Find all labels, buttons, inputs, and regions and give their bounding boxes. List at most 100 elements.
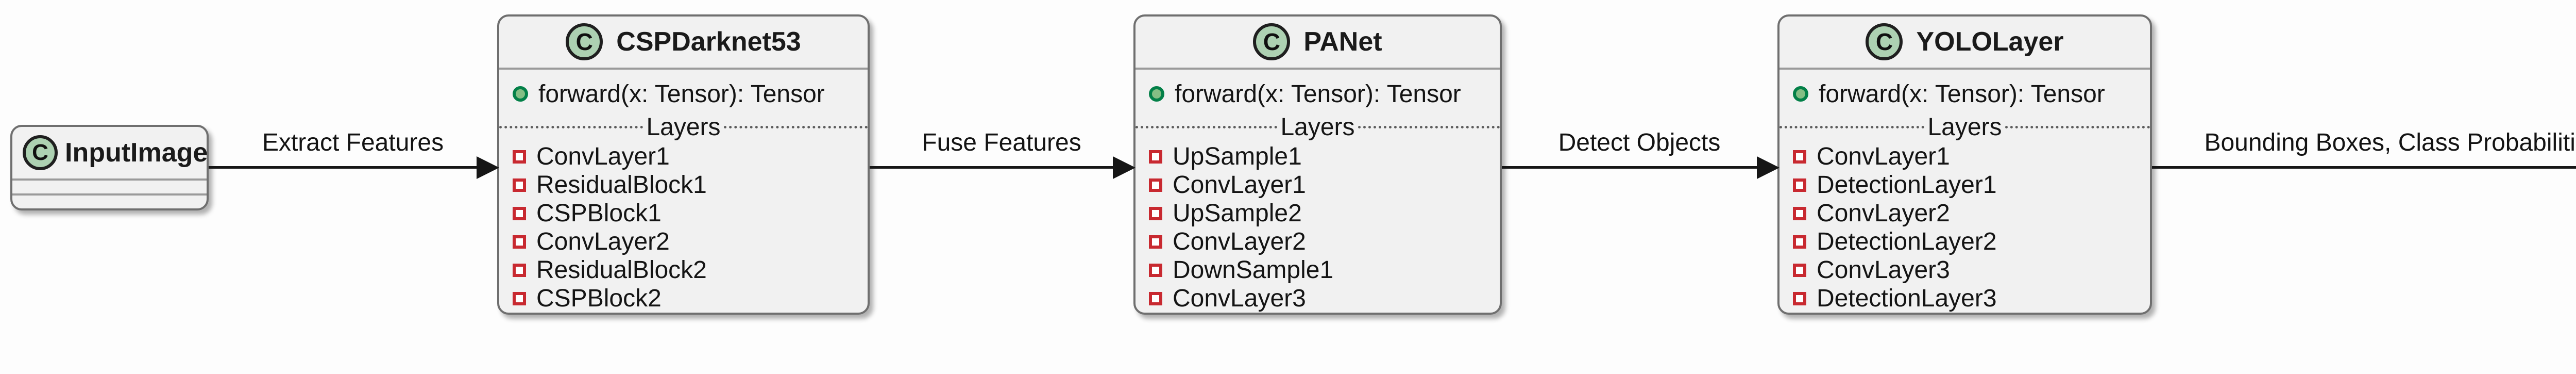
field-name: DetectionLayer2 — [1817, 228, 1997, 255]
private-field-icon — [1149, 235, 1162, 249]
class-name: InputImage — [65, 138, 208, 168]
edge-line — [870, 166, 1117, 169]
class-name: YOLOLayer — [1916, 27, 2064, 57]
class-header: C YOLOLayer — [1780, 17, 2150, 70]
private-field-icon — [513, 206, 526, 220]
layers-separator: Layers — [1136, 113, 1500, 141]
fields-compartment: UpSample1 ConvLayer1 UpSample2 ConvLayer… — [1136, 142, 1500, 313]
method-signature: forward(x: Tensor): Tensor — [538, 80, 825, 108]
field-name: DetectionLayer3 — [1817, 285, 1997, 312]
private-field-icon — [513, 178, 526, 192]
private-field-icon — [513, 150, 526, 164]
class-name: CSPDarknet53 — [616, 27, 801, 57]
field-name: ConvLayer1 — [1173, 171, 1306, 199]
field-name: ConvLayer2 — [1173, 228, 1306, 255]
private-field-icon — [1149, 263, 1162, 277]
class-header: C CSPDarknet53 — [499, 17, 868, 70]
class-icon: C — [23, 135, 58, 170]
class-icon: C — [566, 23, 603, 61]
field-row: DetectionLayer1 — [1780, 171, 2150, 199]
field-row: CSPBlock2 — [499, 284, 868, 313]
field-row: CSPBlock1 — [499, 199, 868, 227]
field-name: ConvLayer3 — [1173, 285, 1306, 312]
private-field-icon — [1793, 150, 1806, 164]
field-row: ConvLayer1 — [1780, 142, 2150, 171]
private-field-icon — [513, 263, 526, 277]
edge-line — [209, 166, 481, 169]
field-row: ConvLayer2 — [1780, 199, 2150, 227]
field-name: ConvLayer3 — [1817, 256, 1950, 284]
method-signature: forward(x: Tensor): Tensor — [1175, 80, 1461, 108]
layers-separator: Layers — [499, 113, 868, 141]
class-node-cspdarknet53: C CSPDarknet53 forward(x: Tensor): Tenso… — [497, 14, 870, 315]
edge-label: Bounding Boxes, Class Probabilities — [2204, 129, 2576, 156]
field-name: DownSample1 — [1173, 256, 1334, 284]
method-row: forward(x: Tensor): Tensor — [499, 80, 868, 108]
field-name: ResidualBlock1 — [536, 171, 707, 199]
public-method-icon — [513, 86, 528, 102]
edge-line — [1502, 166, 1761, 169]
class-node-panet: C PANet forward(x: Tensor): Tensor Layer… — [1133, 14, 1502, 315]
private-field-icon — [513, 235, 526, 249]
private-field-icon — [1149, 291, 1162, 305]
field-name: CSPBlock1 — [536, 200, 662, 227]
field-name: UpSample2 — [1173, 200, 1302, 227]
field-row: ResidualBlock2 — [499, 256, 868, 284]
field-row: ConvLayer1 — [499, 142, 868, 171]
field-row: ConvLayer3 — [1780, 256, 2150, 284]
edge-label: Detect Objects — [1558, 129, 1721, 156]
class-icon: C — [1253, 23, 1291, 61]
fields-compartment: ConvLayer1 ResidualBlock1 CSPBlock1 Conv… — [499, 142, 868, 313]
field-name: ConvLayer2 — [536, 228, 670, 255]
edge-label: Extract Features — [262, 129, 444, 156]
section-label: Layers — [1927, 113, 2002, 141]
private-field-icon — [1793, 178, 1806, 192]
field-row: UpSample2 — [1136, 199, 1500, 227]
field-name: ResidualBlock2 — [536, 256, 707, 284]
field-name: ConvLayer2 — [1817, 200, 1950, 227]
field-row: DetectionLayer2 — [1780, 227, 2150, 256]
method-row: forward(x: Tensor): Tensor — [1780, 80, 2150, 108]
field-row: DownSample1 — [1136, 256, 1500, 284]
method-row: forward(x: Tensor): Tensor — [1136, 80, 1500, 108]
class-name: PANet — [1303, 27, 1382, 57]
edge-line — [2152, 166, 2576, 169]
method-signature: forward(x: Tensor): Tensor — [1819, 80, 2105, 108]
public-method-icon — [1149, 86, 1164, 102]
class-node-yololayer: C YOLOLayer forward(x: Tensor): Tensor L… — [1777, 14, 2152, 315]
field-row: ResidualBlock1 — [499, 171, 868, 199]
arrowhead-icon — [1757, 156, 1780, 179]
field-row: ConvLayer2 — [1136, 227, 1500, 256]
public-method-icon — [1793, 86, 1808, 102]
private-field-icon — [513, 291, 526, 305]
private-field-icon — [1149, 150, 1162, 164]
methods-compartment-empty — [12, 196, 207, 208]
field-name: CSPBlock2 — [536, 285, 662, 312]
private-field-icon — [1793, 263, 1806, 277]
field-name: ConvLayer1 — [1817, 143, 1950, 170]
field-row: ConvLayer3 — [1136, 284, 1500, 313]
field-name: ConvLayer1 — [536, 143, 670, 170]
arrowhead-icon — [1113, 156, 1136, 179]
fields-compartment: ConvLayer1 DetectionLayer1 ConvLayer2 De… — [1780, 142, 2150, 313]
class-header: C PANet — [1136, 17, 1500, 70]
field-name: DetectionLayer1 — [1817, 171, 1997, 199]
field-row: DetectionLayer3 — [1780, 284, 2150, 313]
class-node-inputimage: C InputImage — [10, 125, 209, 210]
field-row: ConvLayer2 — [499, 227, 868, 256]
private-field-icon — [1793, 235, 1806, 249]
section-label: Layers — [1280, 113, 1355, 141]
section-label: Layers — [646, 113, 721, 141]
layers-separator: Layers — [1780, 113, 2150, 141]
class-header: C InputImage — [12, 127, 208, 181]
field-row: UpSample1 — [1136, 142, 1500, 171]
private-field-icon — [1149, 178, 1162, 192]
attributes-compartment-empty — [12, 181, 207, 196]
private-field-icon — [1793, 206, 1806, 220]
private-field-icon — [1149, 206, 1162, 220]
edge-label: Fuse Features — [922, 129, 1081, 156]
private-field-icon — [1793, 291, 1806, 305]
field-row: ConvLayer1 — [1136, 171, 1500, 199]
arrowhead-icon — [477, 156, 499, 179]
